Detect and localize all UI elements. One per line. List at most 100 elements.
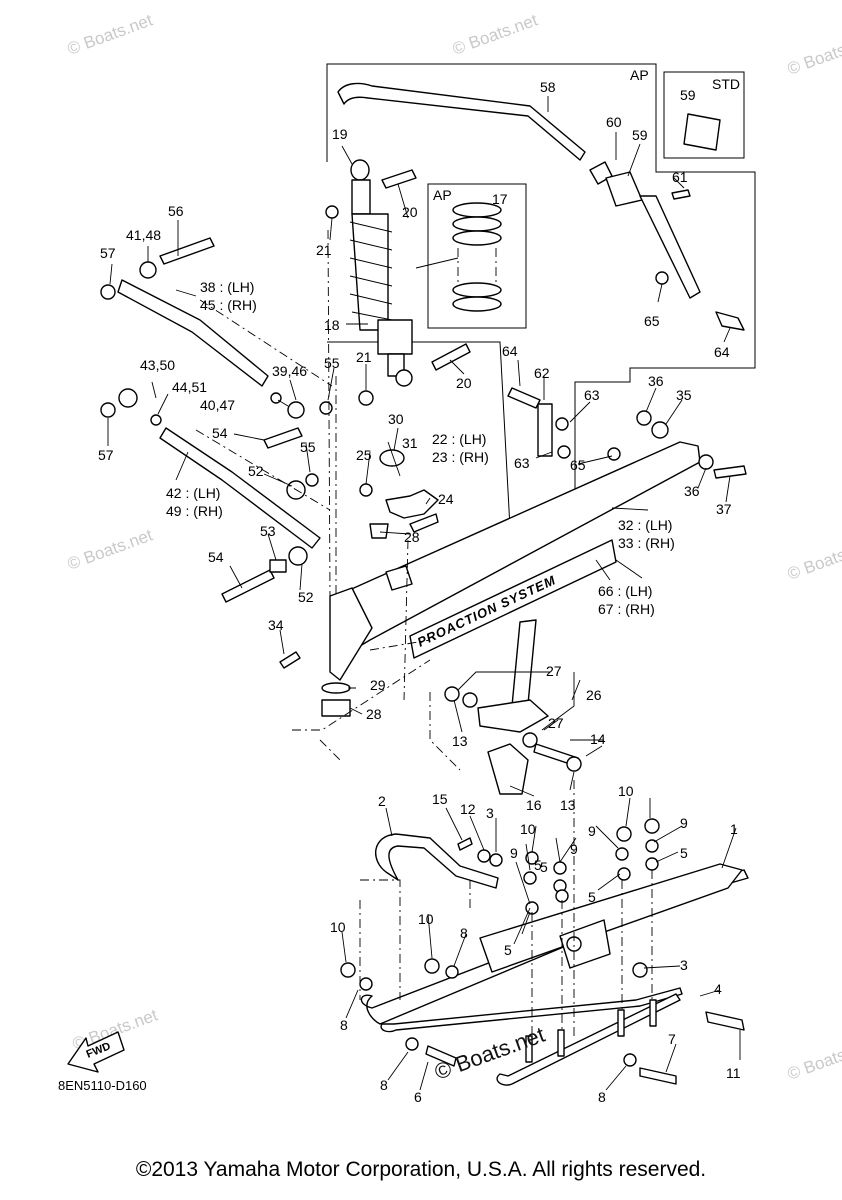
callout-9b: 9 (570, 841, 578, 857)
callout-9c: 9 (588, 823, 596, 839)
lower-arm-42 (159, 427, 321, 549)
bushing-35 (651, 421, 669, 439)
callout-22: 22 : (LH) (432, 431, 486, 447)
callout-54a: 54 (212, 425, 228, 441)
callout-28a: 28 (404, 529, 420, 545)
bolt-37 (713, 465, 747, 479)
callout-4: 4 (714, 981, 722, 997)
callout-56: 56 (168, 203, 184, 219)
callout-9d: 9 (680, 815, 688, 831)
callout-31: 31 (402, 435, 418, 451)
callout-59b: 59 (680, 87, 696, 103)
spindle-shaft-26 (511, 619, 537, 707)
callout-5c: 5 (588, 889, 596, 905)
callout-37: 37 (716, 501, 732, 517)
callout-17: 17 (492, 191, 508, 207)
callout-16: 16 (526, 797, 542, 813)
callout-67: 67 : (RH) (598, 601, 655, 617)
callout-9a: 9 (510, 845, 518, 861)
std-box-label: STD (712, 76, 740, 92)
spring-17 (452, 202, 502, 312)
nut-57-top (100, 284, 116, 300)
nut-65-mid (607, 447, 621, 461)
callout-64b: 64 (502, 343, 518, 359)
collar-53 (269, 559, 287, 573)
callout-33: 33 : (RH) (618, 535, 675, 551)
callout-26: 26 (586, 687, 602, 703)
wear-bar-4 (380, 987, 683, 1033)
callout-6: 6 (414, 1089, 422, 1105)
callout-19: 19 (332, 126, 348, 142)
callout-20a: 20 (402, 204, 418, 220)
callout-34: 34 (268, 617, 284, 633)
stabilizer-bar-58 (337, 82, 586, 161)
callout-11: 11 (726, 1065, 741, 1081)
ski-1-body (479, 863, 743, 973)
ap-box-label: AP (630, 67, 649, 83)
callout-2: 2 (378, 793, 386, 809)
bolt-54-bottom (221, 569, 275, 603)
callout-63a: 63 (584, 387, 600, 403)
bushing-39 (287, 401, 305, 419)
bushing-28-top (369, 523, 389, 539)
dash-dot-lines (195, 229, 653, 1040)
washer-40 (270, 392, 282, 404)
callout-10a: 10 (520, 821, 536, 837)
callout-23: 23 : (RH) (432, 449, 489, 465)
watermark: © Boats.net (65, 10, 155, 58)
ap-spring-box-label: AP (433, 187, 452, 203)
bolt-64 (715, 311, 745, 331)
link-rod (639, 195, 701, 299)
callout-32: 32 : (LH) (618, 517, 672, 533)
callout-3946: 39,46 (272, 363, 307, 379)
callout-36b: 36 (684, 483, 700, 499)
nut-55-bottom (305, 473, 319, 487)
callout-1: 1 (730, 821, 738, 837)
bushing-27-right (522, 732, 538, 748)
collar-3-top (489, 853, 503, 867)
shock-absorber-18 (349, 159, 413, 387)
callout-24: 24 (438, 491, 454, 507)
bolt-64-mid (507, 387, 541, 409)
bolt-61 (671, 189, 691, 200)
callout-20b: 20 (456, 375, 472, 391)
watermark: © Boats.net (785, 30, 842, 78)
callout-8a: 8 (460, 925, 468, 941)
ski-runner-lower (496, 993, 681, 1086)
spindle-housing (329, 587, 373, 681)
callout-65a: 65 (644, 313, 660, 329)
collar-12 (477, 849, 491, 863)
bushing-63-bottom (557, 445, 571, 459)
callout-64a: 64 (714, 344, 730, 360)
callout-60: 60 (606, 114, 622, 130)
callout-65b: 65 (570, 457, 586, 473)
callout-63b: 63 (514, 455, 530, 471)
nut-25 (359, 483, 373, 497)
watermark: © Boats.net (785, 535, 842, 583)
callout-7: 7 (668, 1031, 676, 1047)
diagram-code: 8EN5110-D160 (58, 1078, 147, 1093)
callout-10d: 10 (418, 911, 434, 927)
leader-lines (107, 96, 741, 1091)
bolt-20-top (381, 169, 417, 189)
nut-21-top (325, 205, 339, 219)
callout-27b: 27 (548, 715, 564, 731)
watermark: © Boats.net (450, 10, 540, 58)
spindle-base-26 (477, 699, 549, 733)
callout-4350: 43,50 (140, 357, 175, 373)
bolt-20-bottom (431, 343, 471, 371)
callout-5b: 5 (680, 845, 688, 861)
bushing-52-bottom (288, 546, 308, 566)
washer-36 (698, 454, 714, 470)
callout-27a: 27 (546, 663, 562, 679)
callout-4148: 41,48 (126, 227, 161, 243)
bushing-28-bottom (321, 699, 351, 717)
callout-45: 45 : (RH) (200, 297, 257, 313)
std-box (663, 71, 745, 159)
callout-15: 15 (432, 791, 448, 807)
pin-15 (457, 837, 473, 851)
callout-13a: 13 (452, 733, 468, 749)
bolt-54-top (263, 427, 303, 449)
washer-36-top (636, 410, 652, 426)
